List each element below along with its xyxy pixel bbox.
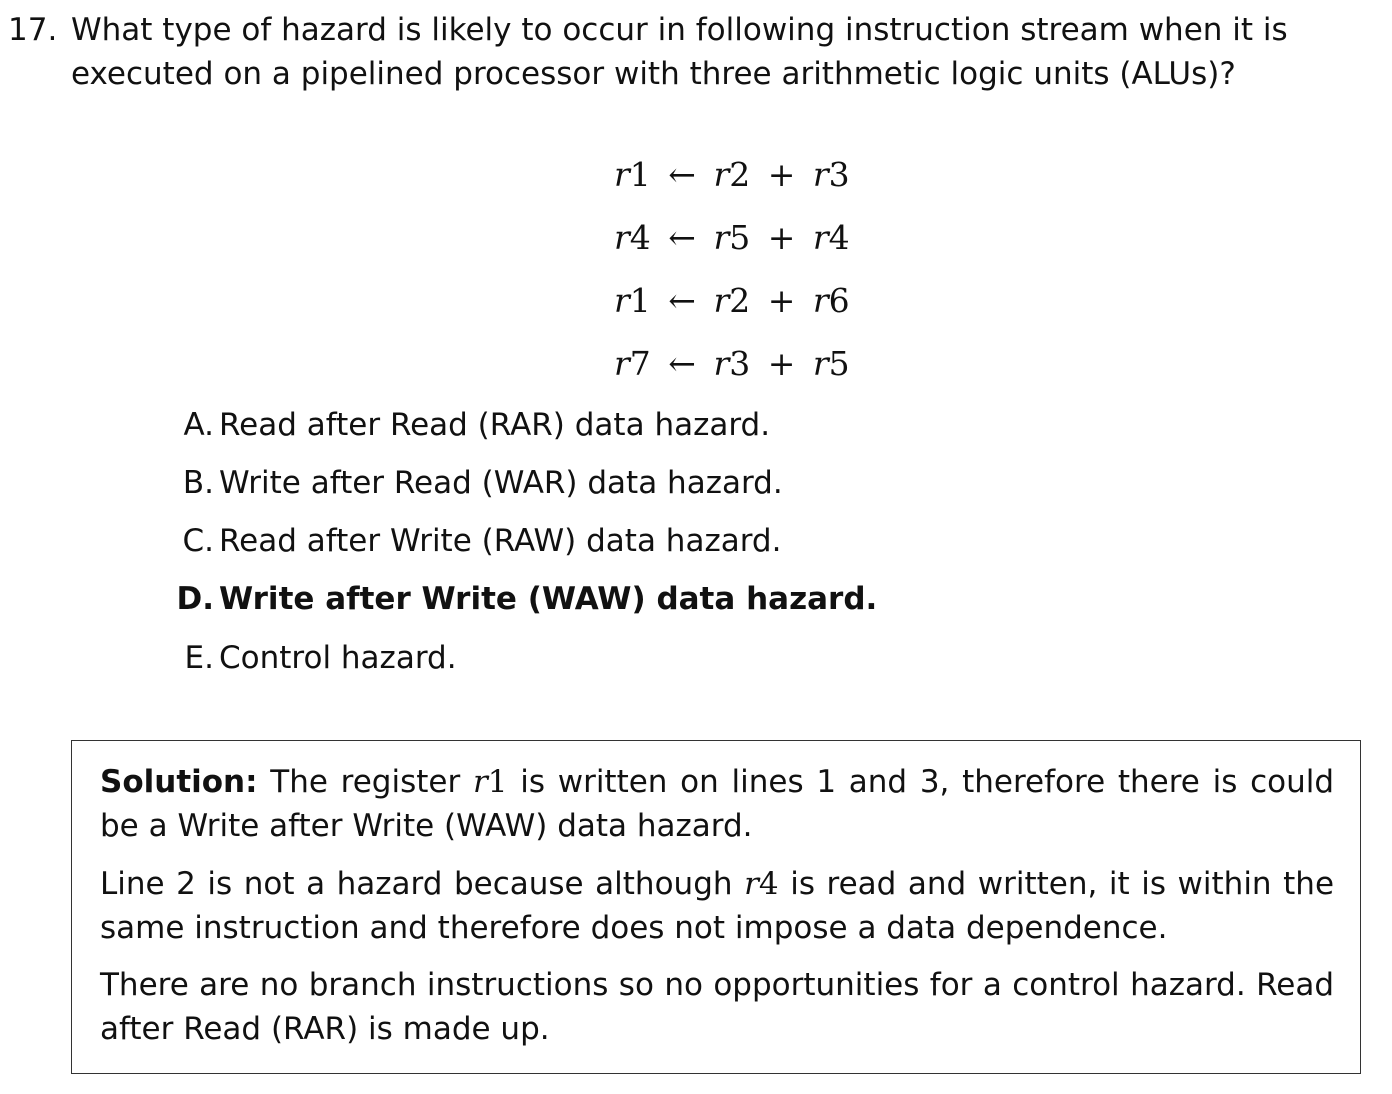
solution-text: is read and written, it is within the sa… [100, 866, 1335, 946]
solution-paragraph-2: Line 2 is not a hazard because although … [100, 862, 1334, 950]
source-register-a-number: 3 [729, 344, 751, 383]
question-text: What type of hazard is likely to occur i… [71, 12, 1288, 92]
assign-arrow: ← [668, 344, 696, 383]
solution-text: There are no branch instructions so no o… [100, 967, 1334, 1047]
question-number: 17. [8, 12, 58, 48]
option-letter: D. [176, 581, 214, 617]
dest-register-number: 7 [629, 344, 651, 383]
source-register-b-number: 3 [828, 155, 850, 194]
question: 17. What type of hazard is likely to occ… [8, 8, 1368, 96]
plus-operator: + [767, 155, 796, 194]
source-register-a-number: 2 [729, 155, 751, 194]
option-letter: E. [184, 640, 214, 676]
solution-text: The register [270, 764, 461, 800]
source-register-b: r [812, 281, 829, 320]
solution-text: Line 2 is not a hazard because although [100, 866, 733, 902]
option-text: Control hazard. [219, 640, 457, 676]
option-text: Write after Read (WAR) data hazard. [219, 465, 783, 501]
assign-arrow: ← [668, 155, 696, 194]
source-register-a: r [713, 281, 730, 320]
solution-paragraph-1: Solution: The register r1 is written on … [100, 760, 1334, 848]
option-text: Write after Write (WAW) data hazard. [219, 581, 878, 617]
option-letter: C. [182, 523, 215, 559]
source-register-b-number: 4 [828, 218, 850, 257]
dest-register: r [614, 155, 630, 194]
source-register-b: r [812, 218, 829, 257]
plus-operator: + [767, 218, 796, 257]
source-register-a-number: 2 [729, 281, 751, 320]
instruction-line-4: r7 ← r3 + r5 [614, 339, 850, 389]
solution-text: is written on lines 1 and 3, therefore t… [100, 764, 1335, 844]
source-register-b-number: 5 [828, 344, 850, 383]
assign-arrow: ← [668, 281, 696, 320]
source-register-a: r [713, 218, 730, 257]
source-register-a: r [713, 344, 730, 383]
instruction-line-1: r1 ← r2 + r3 [614, 150, 850, 200]
solution-label: Solution: [100, 764, 258, 800]
source-register-b-number: 6 [828, 281, 850, 320]
dest-register-number: 1 [629, 281, 651, 320]
option-letter: A. [183, 407, 214, 443]
dest-register: r [614, 344, 630, 383]
dest-register: r [614, 281, 630, 320]
source-register-a-number: 5 [729, 218, 751, 257]
option-letter: B. [182, 465, 214, 501]
option-text: Read after Read (RAR) data hazard. [219, 407, 771, 443]
source-register-b: r [812, 344, 829, 383]
plus-operator: + [767, 281, 796, 320]
option-text: Read after Write (RAW) data hazard. [219, 523, 782, 559]
register-variable: r1 [472, 764, 508, 800]
register-variable: r4 [744, 866, 779, 902]
dest-register: r [614, 218, 630, 257]
dest-register-number: 4 [629, 218, 651, 257]
instruction-line-2: r4 ← r5 + r4 [614, 213, 850, 263]
dest-register-number: 1 [629, 155, 651, 194]
source-register-a: r [713, 155, 730, 194]
assign-arrow: ← [668, 218, 696, 257]
solution-box: Solution: The register r1 is written on … [71, 740, 1361, 1074]
instruction-line-3: r1 ← r2 + r6 [614, 276, 850, 326]
plus-operator: + [767, 344, 796, 383]
solution-paragraph-3: There are no branch instructions so no o… [100, 963, 1334, 1051]
source-register-b: r [812, 155, 829, 194]
